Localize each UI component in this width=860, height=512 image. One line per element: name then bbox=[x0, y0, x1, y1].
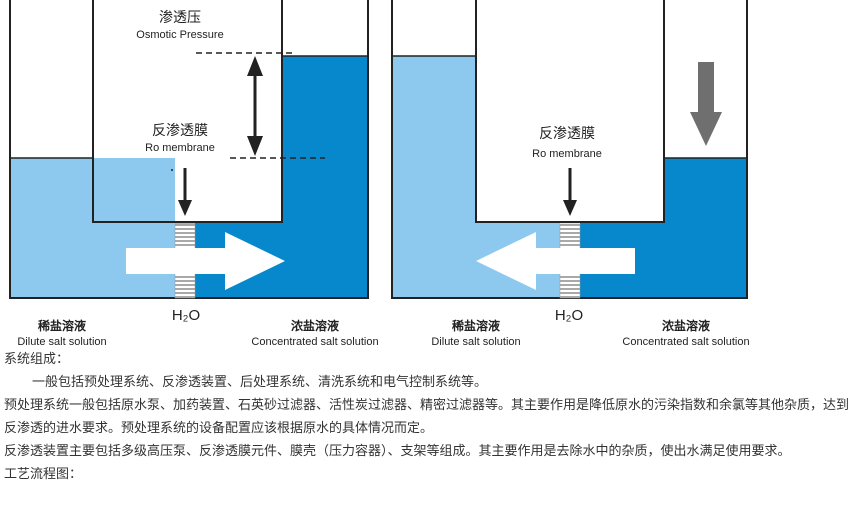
right-water-label: H₂O bbox=[555, 307, 583, 324]
left-dilute-en: Dilute salt solution bbox=[17, 336, 106, 348]
right-concentrated-en: Concentrated salt solution bbox=[622, 336, 749, 348]
left-panel: 渗透压 Osmotic Pressure 反渗透膜 Ro membrane H₂… bbox=[9, 0, 379, 348]
right-membrane-pointer bbox=[563, 200, 577, 216]
right-membrane-en: Ro membrane bbox=[532, 148, 602, 160]
left-water-label: H₂O bbox=[172, 307, 200, 324]
ro-device-paragraph: 反渗透装置主要包括多级高压泵、反渗透膜元件、膜壳（压力容器）、支架等组成。其主要… bbox=[4, 444, 791, 459]
right-flow-arrow-left bbox=[476, 232, 635, 290]
right-concentrated-water-top bbox=[664, 158, 747, 298]
left-osmotic-cn: 渗透压 bbox=[159, 10, 201, 26]
reverse-osmosis-diagram: 渗透压 Osmotic Pressure 反渗透膜 Ro membrane H₂… bbox=[9, 0, 750, 348]
left-double-arrow-up bbox=[247, 56, 263, 76]
left-double-arrow-down bbox=[247, 136, 263, 156]
right-pressure-arrow bbox=[690, 62, 722, 146]
article-text: 系统组成： 一般包括预处理系统、反渗透装置、后处理系统、清洗系统和电气控制系统等… bbox=[4, 348, 856, 486]
left-membrane-cn: 反渗透膜 bbox=[152, 123, 208, 139]
right-dilute-water bbox=[392, 56, 476, 298]
right-inner-chamber bbox=[475, 0, 665, 223]
left-concentrated-en: Concentrated salt solution bbox=[251, 336, 378, 348]
left-membrane-pointer bbox=[178, 200, 192, 216]
flow-heading: 工艺流程图： bbox=[4, 467, 83, 482]
left-concentrated-cn: 浓盐溶液 bbox=[291, 318, 339, 333]
right-panel: 反渗透膜 Ro membrane H₂O 稀盐溶液 Dilute salt so… bbox=[391, 0, 750, 348]
right-dilute-en: Dilute salt solution bbox=[431, 336, 520, 348]
right-concentrated-cn: 浓盐溶液 bbox=[662, 318, 710, 333]
left-inner-chamber bbox=[92, 0, 283, 223]
left-flow-arrow-right bbox=[126, 232, 285, 290]
section-heading: 系统组成： bbox=[4, 352, 70, 367]
left-osmotic-en: Osmotic Pressure bbox=[136, 29, 223, 41]
left-dilute-cn: 稀盐溶液 bbox=[38, 318, 86, 333]
right-dilute-cn: 稀盐溶液 bbox=[452, 318, 500, 333]
right-membrane-cn: 反渗透膜 bbox=[539, 126, 595, 142]
left-membrane-en: Ro membrane bbox=[145, 142, 215, 154]
left-concentrated-water-top bbox=[282, 56, 368, 298]
intro-paragraph: 一般包括预处理系统、反渗透装置、后处理系统、清洗系统和电气控制系统等。 bbox=[32, 375, 488, 390]
pretreatment-paragraph: 预处理系统一般包括原水泵、加药装置、石英砂过滤器、活性炭过滤器、精密过滤器等。其… bbox=[4, 398, 850, 436]
